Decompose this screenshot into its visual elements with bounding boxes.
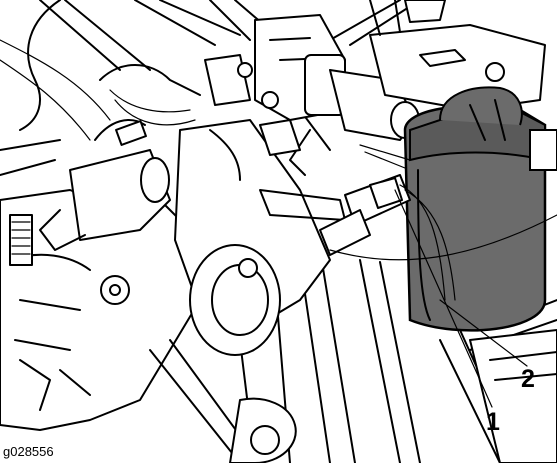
callout-2-label: 2 (521, 365, 535, 393)
callout-1-label: 1 (486, 408, 500, 436)
engine-block (0, 189, 201, 431)
hose-fittings (319, 144, 557, 301)
callout-1-leader (394, 189, 493, 408)
lower-frame (229, 329, 557, 463)
callout-2-leader (439, 299, 528, 367)
pulley-assembly (149, 109, 346, 463)
pipe-fitting (39, 119, 171, 251)
filter-canister (403, 86, 557, 332)
valve-body (99, 14, 420, 156)
figure-id-label: g028556 (3, 444, 54, 459)
